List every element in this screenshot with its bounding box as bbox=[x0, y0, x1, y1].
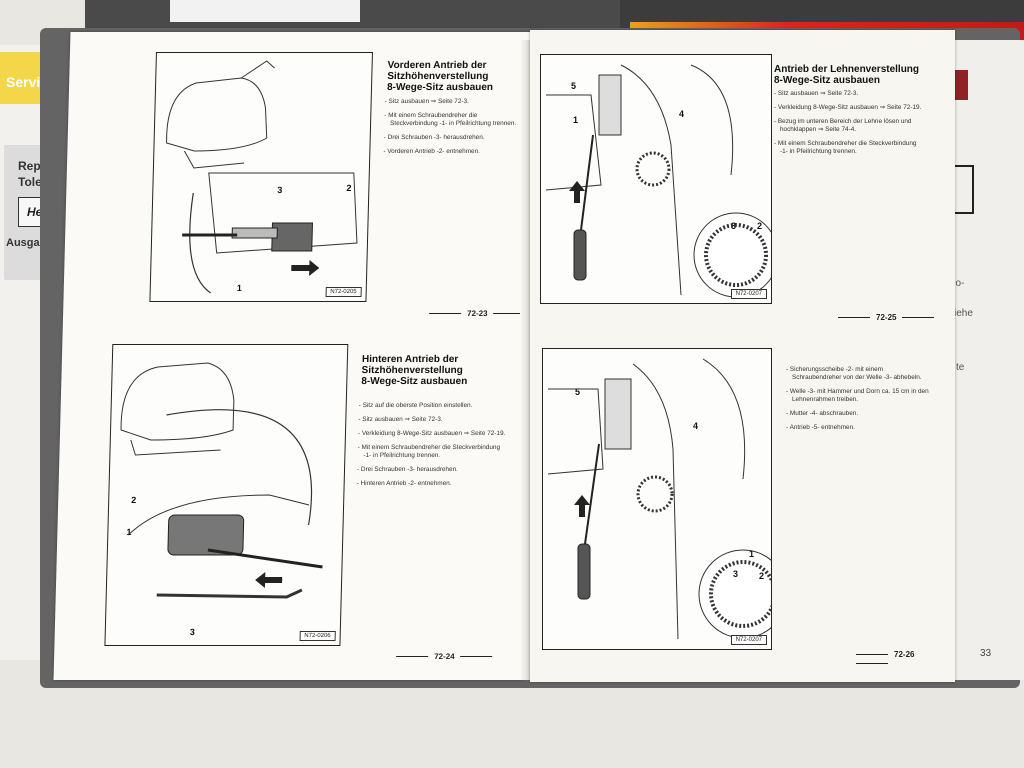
step-item: Sitz ausbauen ⇒ Seite 72-3. bbox=[774, 90, 924, 98]
heading-front-drive: Vorderen Antrieb der Sitzhöhenverstellun… bbox=[387, 60, 494, 93]
step-item: Bezug im unteren Bereich der Lehne lösen… bbox=[774, 118, 924, 134]
step-item: Verkleidung 8-Wege-Sitz ausbauen ⇒ Seite… bbox=[774, 104, 924, 112]
backrest-drawing-top bbox=[545, 64, 771, 298]
left-page: 3 2 1 N72-0205 Vorderen Antrieb der Sitz… bbox=[53, 32, 541, 680]
heading-backrest-drive: Antrieb der Lehnenverstellung 8-Wege-Sit… bbox=[774, 64, 944, 86]
steps-backrest-drive-top: Sitz ausbauen ⇒ Seite 72-3. Verkleidung … bbox=[774, 90, 924, 162]
seat-drawing-rear bbox=[120, 362, 323, 599]
heading-line: 8-Wege-Sitz ausbauen bbox=[774, 75, 880, 86]
heading-line: Vorderen Antrieb der bbox=[387, 60, 487, 71]
background-paper-top bbox=[170, 0, 360, 22]
callout-1: 1 bbox=[236, 283, 242, 293]
callout-3: 3 bbox=[277, 185, 283, 195]
callout-1: 1 bbox=[573, 115, 579, 125]
step-item: Welle -3- mit Hammer und Dorn ca. 15 cm … bbox=[786, 388, 931, 404]
step-item: Sitz ausbauen ⇒ Seite 72-3. bbox=[385, 98, 525, 106]
figure-backrest-drive-bottom: 5 4 1 3 2 N72-0207 bbox=[542, 348, 772, 650]
step-item: Sicherungsscheibe -2- mit einem Schraube… bbox=[786, 366, 931, 382]
callout-5: 5 bbox=[571, 81, 577, 91]
step-item: Antrieb -5- entnehmen. bbox=[786, 424, 931, 432]
heading-line: Hinteren Antrieb der bbox=[361, 354, 459, 365]
backrest-drawing-bottom bbox=[547, 358, 771, 640]
right-page: 5 1 4 3 2 N72-0207 Antrieb der Lehnenver… bbox=[530, 30, 955, 682]
heading-line: Antrieb der Lehnenverstellung bbox=[774, 64, 920, 75]
page-number-72-25: 72-25 bbox=[832, 313, 940, 322]
figure-rear-drive: 2 1 3 N72-0206 bbox=[104, 344, 349, 646]
step-item: Sitz auf die oberste Position einstellen… bbox=[359, 402, 507, 410]
heading-rear-drive: Hinteren Antrieb der Sitzhöhenverstellun… bbox=[361, 354, 468, 387]
heading-line: Sitzhöhenverstellung bbox=[361, 365, 463, 376]
callout-5: 5 bbox=[575, 387, 581, 397]
step-item: Hinteren Antrieb -2- entnehmen. bbox=[357, 480, 505, 488]
heading-line: Sitzhöhenverstellung bbox=[387, 71, 489, 82]
page-number-72-26: 72-26 bbox=[850, 650, 955, 668]
figure-label: N72-0207 bbox=[730, 289, 767, 299]
steps-front-drive: Sitz ausbauen ⇒ Seite 72-3. Mit einem Sc… bbox=[383, 98, 525, 162]
step-item: Mutter -4- abschrauben. bbox=[786, 410, 931, 418]
callout-2: 2 bbox=[346, 183, 352, 193]
page-number-72-23: 72-23 bbox=[423, 309, 532, 318]
right-page-number: 33 bbox=[980, 648, 992, 659]
right-fragment-2: iehe bbox=[954, 308, 973, 319]
seat-drawing-front bbox=[166, 60, 358, 294]
callout-3: 3 bbox=[189, 627, 195, 637]
callout-3: 3 bbox=[731, 221, 737, 231]
heading-line: 8-Wege-Sitz ausbauen bbox=[361, 376, 468, 387]
right-fragment-3: te bbox=[956, 362, 965, 373]
step-item: Mit einem Schraubendreher die Steckverbi… bbox=[384, 112, 524, 128]
figure-front-drive: 3 2 1 N72-0205 bbox=[149, 52, 373, 302]
step-item: Mit einem Schraubendreher die Steckverbi… bbox=[357, 444, 505, 460]
step-item: Drei Schrauben -3- herausdrehen. bbox=[384, 134, 524, 142]
step-item: Verkleidung 8-Wege-Sitz ausbauen ⇒ Seite… bbox=[358, 430, 506, 438]
callout-1: 1 bbox=[126, 527, 132, 537]
page-number-72-24: 72-24 bbox=[390, 652, 499, 661]
callout-2: 2 bbox=[759, 571, 765, 581]
right-fragment-1: no- bbox=[950, 278, 965, 289]
figure-backrest-drive-top: 5 1 4 3 2 N72-0207 bbox=[540, 54, 772, 304]
callout-4: 4 bbox=[693, 421, 699, 431]
callout-3: 3 bbox=[733, 569, 739, 579]
callout-1: 1 bbox=[749, 549, 755, 559]
figure-label: N72-0205 bbox=[325, 287, 362, 297]
callout-2: 2 bbox=[757, 221, 763, 231]
figure-label: N72-0207 bbox=[730, 635, 767, 645]
step-item: Vorderen Antrieb -2- entnehmen. bbox=[383, 148, 523, 156]
step-item: Drei Schrauben -3- herausdrehen. bbox=[357, 466, 505, 474]
figure-label: N72-0206 bbox=[299, 631, 336, 641]
step-item: Sitz ausbauen ⇒ Seite 72-3. bbox=[358, 416, 506, 424]
callout-4: 4 bbox=[679, 109, 685, 119]
callout-2: 2 bbox=[131, 495, 137, 505]
steps-backrest-drive-bottom: Sicherungsscheibe -2- mit einem Schraube… bbox=[786, 366, 931, 438]
step-item: Mit einem Schraubendreher die Steckverbi… bbox=[774, 140, 924, 156]
heading-line: 8-Wege-Sitz ausbauen bbox=[386, 82, 494, 93]
steps-rear-drive: Sitz auf die oberste Position einstellen… bbox=[356, 402, 506, 494]
